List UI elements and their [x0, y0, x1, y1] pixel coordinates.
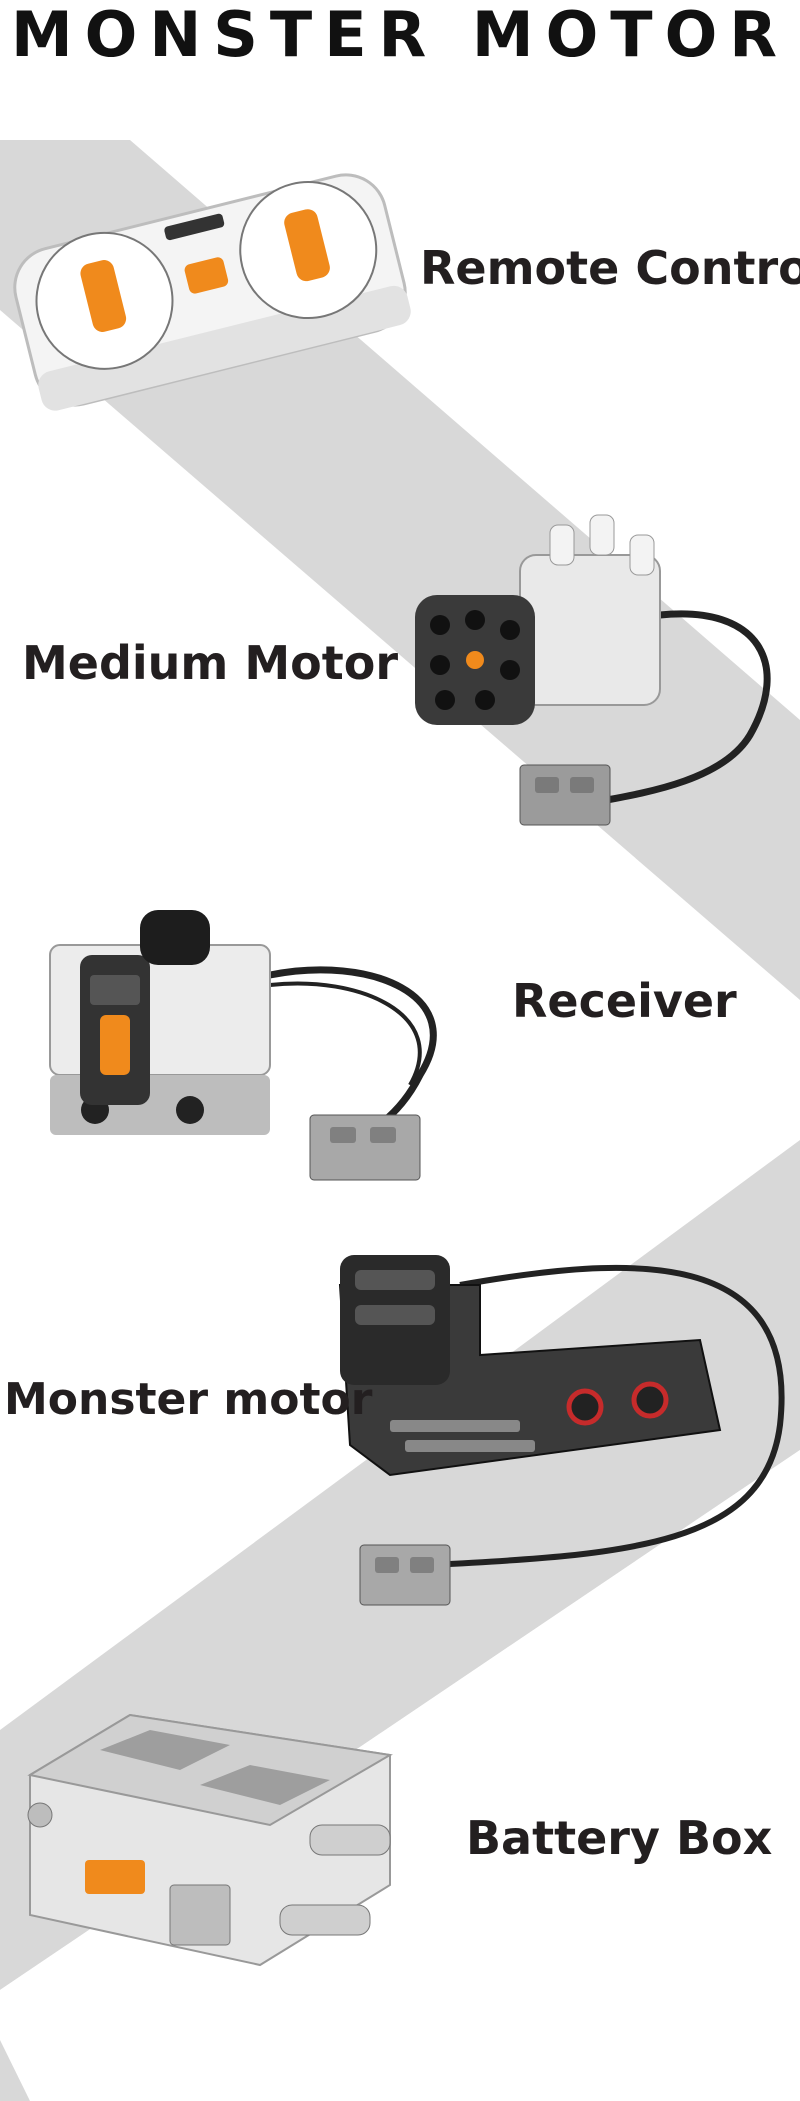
- product-label-receiver: Receiver: [512, 974, 737, 1028]
- receiver-icon: [49, 910, 437, 1181]
- product-label-remote-control: Remote Control: [420, 241, 800, 295]
- remote-control-icon: [13, 173, 411, 411]
- page-title: MONSTER MOTOR: [10, 0, 790, 71]
- product-label-monster-motor: Monster motor: [4, 1374, 373, 1425]
- product-label-medium-motor: Medium Motor: [22, 636, 399, 690]
- battery-box-icon: [27, 1713, 393, 1967]
- monster-motor-icon: [338, 1255, 785, 1606]
- medium-motor-icon: [415, 514, 771, 826]
- product-label-battery-box: Battery Box: [466, 1811, 773, 1865]
